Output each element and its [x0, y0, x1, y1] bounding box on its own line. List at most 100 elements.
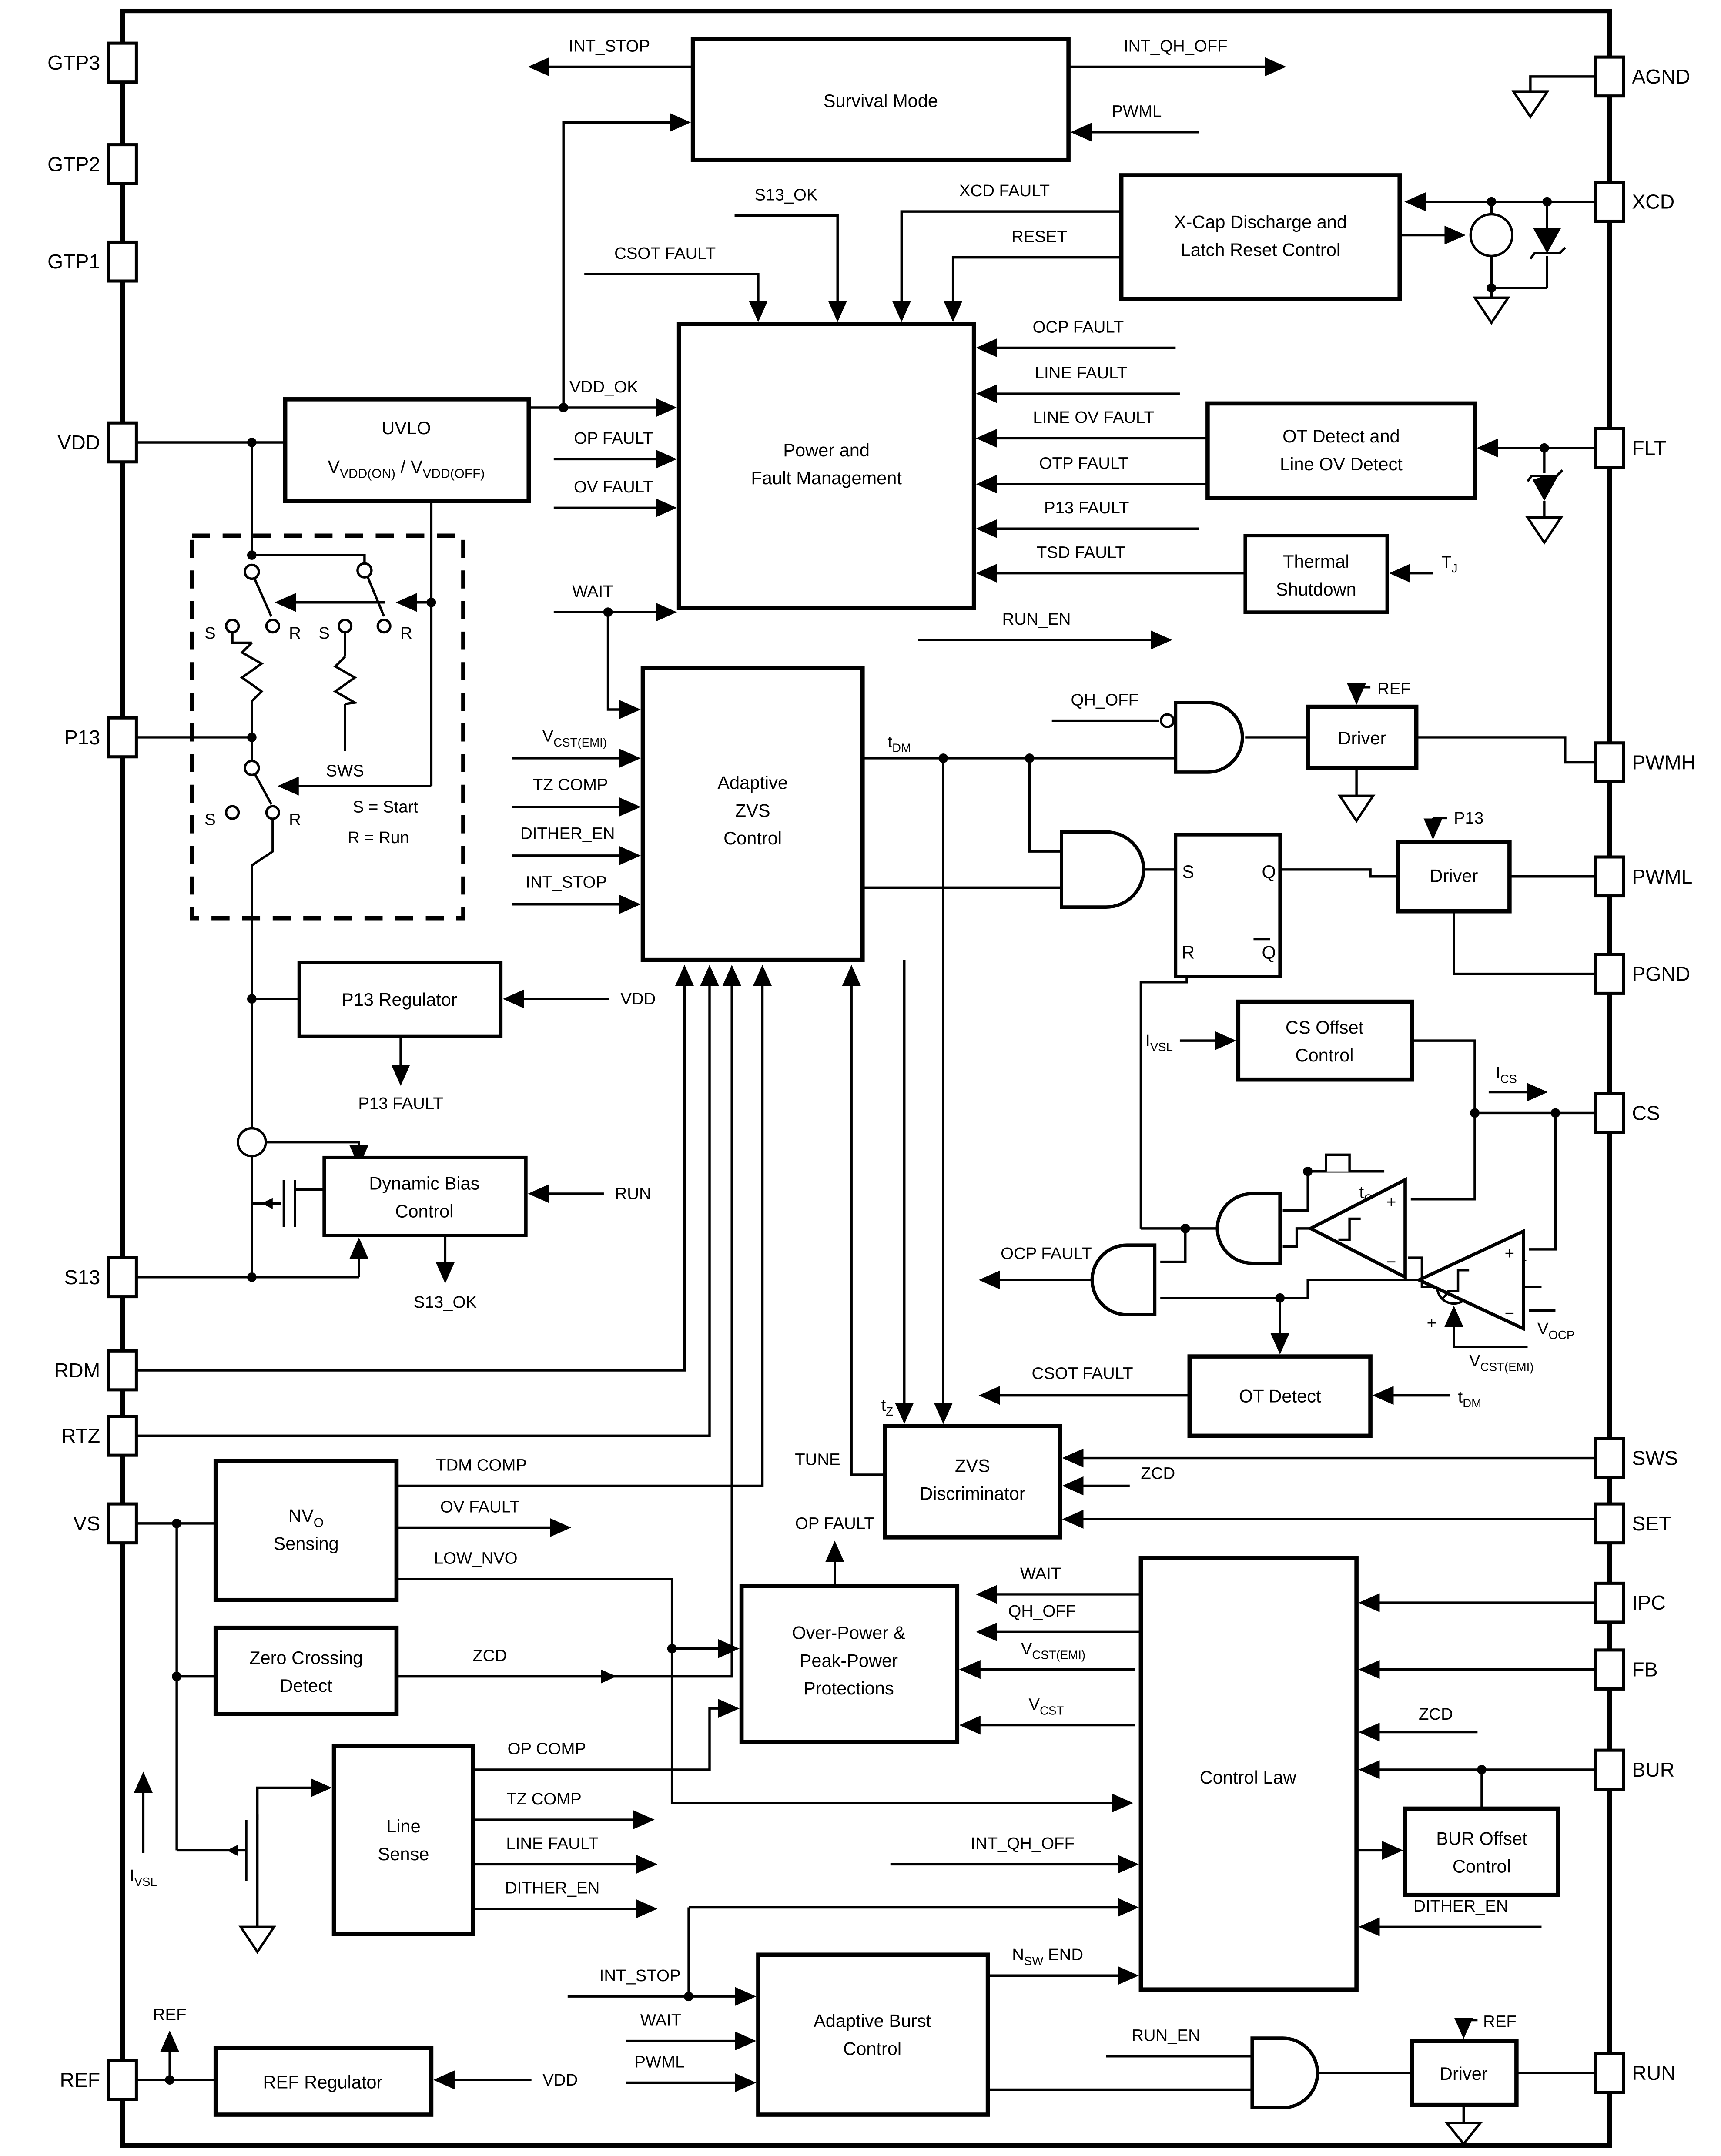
abc-title-1: Adaptive Burst — [814, 2011, 931, 2031]
latch-r-label: R — [1182, 942, 1195, 962]
opp-title-3: Protections — [804, 1678, 894, 1698]
pin-agnd — [1594, 55, 1625, 98]
pfm-wires — [136, 210, 1246, 786]
resistor-sws-icon — [333, 656, 358, 705]
driver-pwmh-block — [1306, 704, 1419, 770]
cs-wires — [978, 1031, 1596, 1405]
label-run-en-bottom: RUN_EN — [1132, 2026, 1200, 2045]
label-p13-fault-out: P13 FAULT — [358, 1094, 443, 1113]
azvs-title-1: Adaptive — [717, 772, 788, 793]
nvo-sensing-block — [213, 1459, 399, 1602]
dbc-title-2: Control — [395, 1201, 453, 1221]
xcd-zener-icon — [1529, 228, 1566, 260]
line-sense-title-2: Sense — [378, 1844, 429, 1864]
p13-regulator-title: P13 Regulator — [342, 989, 457, 1010]
cs-offset-title-1: CS Offset — [1286, 1017, 1364, 1038]
left-pins: GTP3 GTP2 GTP1 VDD P13 S13 RDM RTZ VS RE… — [47, 41, 138, 2101]
label-vcst-emi-sum: VCST(EMI) — [1469, 1351, 1533, 1373]
label-zcd-out: ZCD — [472, 1646, 507, 1665]
dbc-title-1: Dynamic Bias — [369, 1173, 479, 1193]
label-p13-fault-pfm: P13 FAULT — [1044, 499, 1129, 517]
label-ov-fault-left: OV FAULT — [574, 478, 653, 496]
label-p13-driver: P13 — [1454, 809, 1483, 827]
thermal-title-1: Thermal — [1283, 551, 1349, 572]
label-run-dbc: RUN — [615, 1185, 651, 1203]
driver-pwml-title: Driver — [1430, 866, 1478, 886]
resistor-start-icon — [240, 642, 264, 702]
pin-ref — [107, 2059, 138, 2101]
xcd-current-source-icon — [1469, 213, 1514, 258]
survival-mode-title: Survival Mode — [824, 90, 938, 111]
pfm-block — [676, 322, 976, 610]
zcd-mid-arrow — [601, 1669, 616, 1684]
pin-run — [1594, 2052, 1625, 2094]
pin-pwmh — [1594, 741, 1625, 783]
opp-title-1: Over-Power & — [792, 1622, 905, 1643]
label-r3: R — [289, 810, 301, 829]
azvs-title-2: ZVS — [735, 800, 770, 820]
azvs-title-3: Control — [723, 828, 782, 848]
latch-q-label: Q — [1262, 861, 1276, 882]
pin-cs — [1594, 1092, 1625, 1134]
label-s-start: S = Start — [353, 798, 419, 817]
driver-pwml-block — [1396, 840, 1512, 914]
label-tdm-out: tDM — [887, 732, 911, 754]
label-tz-comp-azvs: TZ COMP — [533, 775, 608, 794]
vs-wires — [134, 1522, 332, 1927]
zcd-title-2: Detect — [280, 1675, 333, 1696]
comparator-cs-hysteresis-icon — [1338, 1217, 1361, 1241]
label-pwml-top: PWML — [1112, 102, 1162, 121]
switch-start-3 — [224, 760, 280, 820]
uvlo-thresholds: VVDD(ON) / VVDD(OFF) — [328, 456, 485, 481]
line-sense-output-wires — [473, 1699, 740, 1918]
latch-qbar-label: Q — [1262, 942, 1276, 962]
uvlo-block — [283, 397, 531, 503]
pin-bur — [1594, 1748, 1625, 1791]
label-vocp: VOCP — [1537, 1319, 1574, 1342]
nand-bubble-icon — [1160, 713, 1175, 728]
pin-label-pwmh: PWMH — [1632, 751, 1696, 774]
pin-vdd — [107, 421, 138, 464]
label-zcd-cl: ZCD — [1419, 1705, 1453, 1724]
nvo-title-2: Sensing — [273, 1533, 338, 1554]
label-zcd-disc: ZCD — [1141, 1464, 1175, 1483]
pin-pwml — [1594, 855, 1625, 898]
label-run-en-pfm: RUN_EN — [1002, 610, 1071, 629]
label-ov-fault-nvo: OV FAULT — [440, 1497, 520, 1516]
start-run-switch-box — [190, 533, 465, 921]
abc-wires — [567, 1907, 1596, 2123]
pin-ipc — [1594, 1581, 1625, 1624]
pwm-logic-wires — [862, 683, 1596, 1424]
disc-title-2: Discriminator — [920, 1483, 1025, 1503]
ref-regulator-block — [213, 2046, 434, 2117]
comparator-cs-minus: − — [1386, 1252, 1396, 1271]
ot-line-ov-block — [1205, 401, 1477, 500]
azvs-bottom-wires — [136, 964, 772, 1678]
control-law-wires — [689, 1585, 1596, 1985]
azvs-input-wires — [512, 749, 641, 914]
driver-run-ground-icon — [1444, 2122, 1483, 2146]
label-tune: TUNE — [795, 1450, 840, 1469]
pin-label-flt: FLT — [1632, 437, 1666, 459]
nvo-output-wires — [396, 1518, 1133, 1813]
cs-offset-title-2: Control — [1296, 1045, 1354, 1065]
abc-title-2: Control — [843, 2039, 901, 2059]
opp-title-2: Peak-Power — [800, 1650, 898, 1671]
pin-label-gtp3: GTP3 — [47, 51, 100, 74]
label-s13-ok-out: S13_OK — [414, 1293, 477, 1312]
pin-gtp1 — [107, 240, 138, 283]
agnd-wires — [1529, 75, 1596, 92]
label-op-comp: OP COMP — [508, 1740, 586, 1758]
pin-label-ipc: IPC — [1632, 1591, 1665, 1614]
zero-crossing-block — [213, 1625, 399, 1716]
label-line-fault-pfm: LINE FAULT — [1035, 364, 1127, 382]
label-tdm-otdet: tDM — [1458, 1388, 1482, 1410]
driver-pwmh-ground-icon — [1337, 794, 1376, 823]
dbc-mosfet-arrow-icon — [261, 1198, 273, 1209]
label-int-stop-azvs: INT_STOP — [526, 873, 607, 891]
over-power-block — [739, 1584, 960, 1744]
label-csot-fault-top: CSOT FAULT — [614, 244, 716, 263]
flt-ground-icon — [1525, 516, 1564, 545]
bur-offset-title-2: Control — [1453, 1856, 1511, 1877]
adaptive-burst-block — [756, 1952, 990, 2117]
